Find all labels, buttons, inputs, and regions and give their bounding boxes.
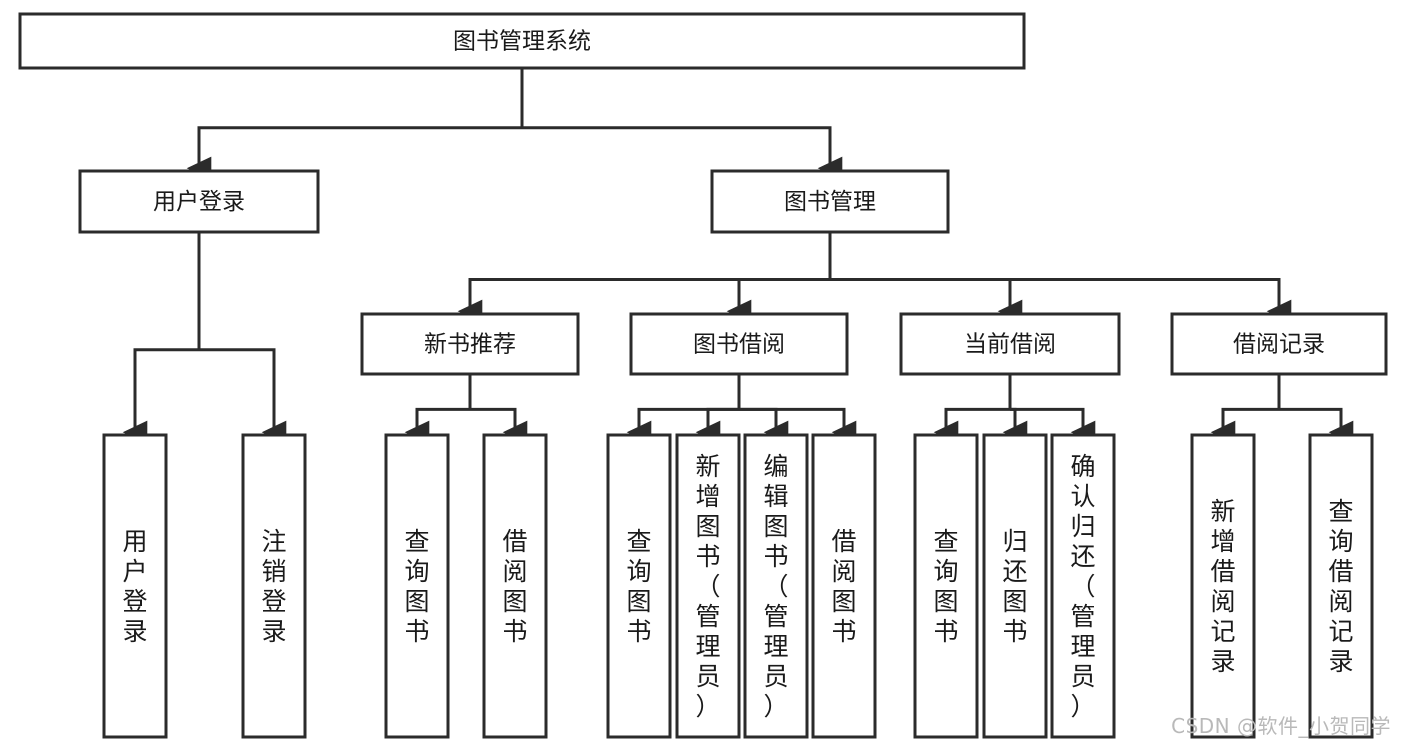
node-box	[18, 12, 1026, 70]
node-label: 图书管理系统	[453, 29, 591, 55]
node-leaf-add-book[interactable]: 新增图书（管理员）	[675, 433, 741, 739]
edge-book-manage-to-new-book-recommend	[457, 278, 830, 324]
node-box	[102, 433, 168, 739]
edge-book-borrow-to-leaf-edit-book	[739, 407, 789, 445]
node-label: 归还图书	[1002, 527, 1027, 646]
node-label: 借阅图书	[502, 527, 527, 646]
node-label: 查询图书	[626, 527, 651, 646]
node-current-borrow[interactable]: 当前借阅	[899, 312, 1121, 376]
node-leaf-add-record[interactable]: 新增借阅记录	[1190, 433, 1256, 739]
node-leaf-logout[interactable]: 注销登录	[241, 433, 307, 739]
edge-borrow-record-to-leaf-add-record	[1210, 407, 1279, 445]
node-box	[675, 433, 741, 739]
node-root[interactable]: 图书管理系统	[18, 12, 1026, 70]
node-box	[1308, 433, 1374, 739]
edge-book-manage-to-current-borrow	[830, 278, 1023, 324]
edge-root-to-user-login	[186, 126, 522, 181]
node-label: 查询借阅记录	[1328, 497, 1353, 676]
node-leaf-confirm-return[interactable]: 确认归还（管理员）	[1050, 433, 1116, 739]
node-label: 用户登录	[122, 527, 147, 646]
edge-book-borrow-to-leaf-add-book	[695, 407, 739, 445]
nodes-layer: 图书管理系统用户登录图书管理新书推荐图书借阅当前借阅借阅记录用户登录注销登录查询…	[18, 12, 1388, 739]
node-user-login[interactable]: 用户登录	[78, 169, 320, 234]
edge-book-borrow-to-leaf-borrow-book-2	[739, 407, 857, 445]
edge-new-book-recommend-to-leaf-borrow-book-1	[470, 407, 528, 445]
node-label: 当前借阅	[964, 332, 1056, 358]
node-label: 图书借阅	[693, 332, 785, 358]
node-leaf-borrow-book-2[interactable]: 借阅图书	[811, 433, 877, 739]
edge-new-book-recommend-to-leaf-query-book-1	[404, 407, 470, 445]
edge-book-borrow-to-leaf-query-book-2	[626, 407, 739, 445]
edge-borrow-record-to-leaf-query-record	[1279, 407, 1354, 445]
node-box	[1170, 312, 1388, 376]
node-label: 编辑图书（管理员）	[763, 452, 788, 721]
node-leaf-return-book[interactable]: 归还图书	[982, 433, 1048, 739]
node-leaf-query-record[interactable]: 查询借阅记录	[1308, 433, 1374, 739]
node-label: 新书推荐	[424, 332, 516, 358]
edge-book-manage-to-borrow-record	[830, 278, 1292, 324]
node-book-manage[interactable]: 图书管理	[710, 169, 950, 234]
edge-root-to-book-manage	[522, 126, 843, 181]
node-borrow-record[interactable]: 借阅记录	[1170, 312, 1388, 376]
node-box	[78, 169, 320, 234]
node-leaf-edit-book[interactable]: 编辑图书（管理员）	[743, 433, 809, 739]
node-box	[811, 433, 877, 739]
node-leaf-borrow-book-1[interactable]: 借阅图书	[482, 433, 548, 739]
node-leaf-query-book-3[interactable]: 查询图书	[913, 433, 979, 739]
node-label: 确认归还（管理员）	[1070, 452, 1095, 721]
node-box	[743, 433, 809, 739]
node-box	[606, 433, 672, 739]
node-label: 借阅记录	[1233, 332, 1325, 358]
edge-current-borrow-to-leaf-confirm-return	[1010, 407, 1096, 445]
node-leaf-query-book-2[interactable]: 查询图书	[606, 433, 672, 739]
node-box	[629, 312, 849, 376]
edge-current-borrow-to-leaf-return-book	[1002, 407, 1028, 445]
node-label: 新增借阅记录	[1210, 497, 1235, 676]
edge-user-login-to-leaf-logout	[199, 348, 287, 445]
node-box	[1050, 433, 1116, 739]
watermark-text: CSDN @软件_小贺同学	[1171, 714, 1391, 738]
edges-layer	[122, 68, 1354, 445]
edge-book-manage-to-book-borrow	[726, 278, 830, 324]
edge-user-login-to-leaf-user-login	[122, 348, 199, 445]
node-new-book-recommend[interactable]: 新书推荐	[360, 312, 580, 376]
node-label: 用户登录	[153, 189, 245, 215]
node-label: 查询图书	[933, 527, 958, 646]
node-box	[710, 169, 950, 234]
node-book-borrow[interactable]: 图书借阅	[629, 312, 849, 376]
node-box	[1190, 433, 1256, 739]
node-label: 图书管理	[784, 189, 876, 215]
node-box	[384, 433, 450, 739]
node-label: 注销登录	[261, 527, 286, 646]
node-box	[241, 433, 307, 739]
node-box	[913, 433, 979, 739]
node-label: 查询图书	[404, 527, 429, 646]
node-label: 借阅图书	[831, 527, 856, 646]
edge-current-borrow-to-leaf-query-book-3	[933, 407, 1010, 445]
node-box	[982, 433, 1048, 739]
node-box	[360, 312, 580, 376]
node-box	[482, 433, 548, 739]
node-box	[899, 312, 1121, 376]
node-leaf-query-book-1[interactable]: 查询图书	[384, 433, 450, 739]
node-label: 新增图书（管理员）	[695, 452, 720, 721]
node-leaf-user-login[interactable]: 用户登录	[102, 433, 168, 739]
